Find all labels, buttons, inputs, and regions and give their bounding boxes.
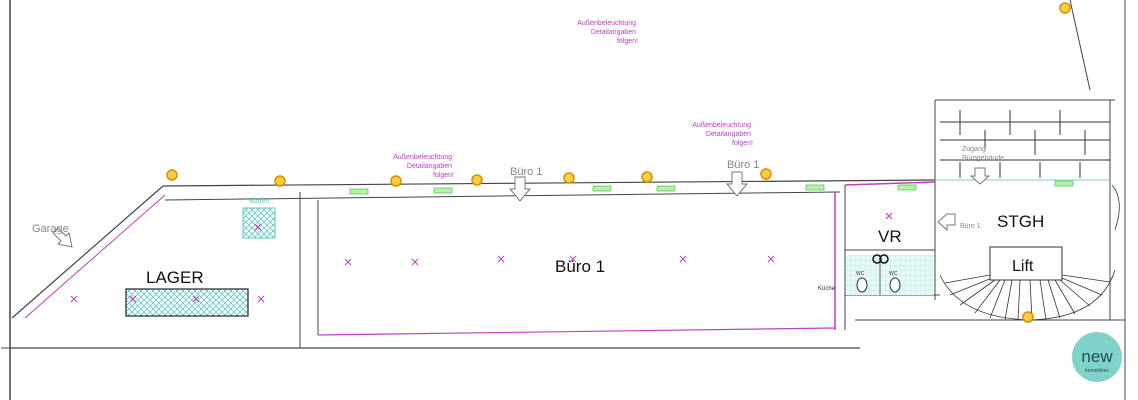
outdoor-light-note: Außenbeleuchtung Detailangaben folgen! xyxy=(577,20,638,45)
outdoor-light-note: Außenbeleuchtung Detailangaben folgen! xyxy=(393,154,454,179)
toilet-icon xyxy=(889,277,901,293)
room-label-stgh: STGH xyxy=(997,212,1044,231)
outdoor-light-note: Außenbeleuchtung Detailangaben folgen! xyxy=(692,122,753,147)
outdoor-steps xyxy=(940,110,1110,178)
room-label-lift: Lift xyxy=(1012,258,1034,275)
entrance-arrows xyxy=(52,167,991,248)
boden-hatch xyxy=(242,207,276,239)
new-immobilien-logo: new Immobilien xyxy=(1072,332,1122,382)
entrance-label-buero: Büro 1 xyxy=(727,159,759,171)
entrance-label-buero: Büro 1 xyxy=(510,166,542,178)
toilet-icon xyxy=(856,277,868,293)
room-label-wc: WC xyxy=(856,271,865,277)
fan-icon xyxy=(872,254,889,264)
room-label-boden: Boden xyxy=(249,198,269,205)
room-label-buero: Büro 1 xyxy=(555,257,605,276)
wall-lamps xyxy=(349,180,1074,195)
outdoor-lamp-icons xyxy=(166,2,1071,323)
lager-shelf xyxy=(125,288,249,317)
svg-text:Immobilien: Immobilien xyxy=(1085,368,1109,374)
room-label-lager: LAGER xyxy=(146,268,204,287)
room-label-wc: WC xyxy=(889,271,898,277)
room-label-vr: VR xyxy=(878,227,902,246)
room-label-kueche: Küche xyxy=(818,286,836,292)
lift-shaft xyxy=(989,246,1063,281)
entrance-label-zugang: Zugang Bürogebäude xyxy=(962,146,1004,162)
ceiling-lights xyxy=(70,212,893,303)
room-label-garage: Garage xyxy=(32,223,69,235)
svg-text:new: new xyxy=(1081,347,1113,366)
entrance-label-buero: Büro 1 xyxy=(960,223,981,230)
